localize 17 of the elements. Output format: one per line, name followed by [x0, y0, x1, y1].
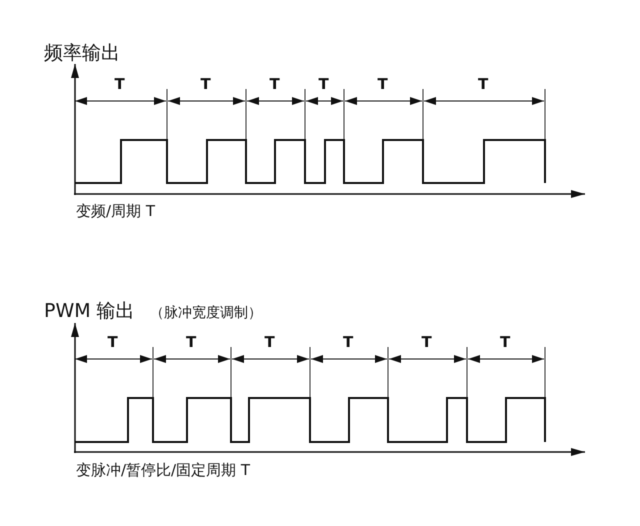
period-label: T: [500, 335, 510, 350]
chart-subtitle: （脉冲宽度调制）: [150, 306, 262, 320]
period-label: T: [318, 77, 329, 92]
axis-caption: 变频/周期 T: [76, 204, 155, 219]
chart-title: PWM 输出: [44, 302, 135, 321]
period-label: T: [378, 77, 388, 92]
axis-caption: 变脉冲/暂停比/固定周期 T: [76, 463, 250, 478]
period-label: T: [108, 335, 118, 350]
period-label: T: [422, 335, 432, 350]
chart-title: 频率输出: [44, 44, 120, 63]
period-label: T: [478, 77, 488, 92]
period-label: T: [343, 335, 354, 350]
period-label: T: [114, 77, 125, 92]
period-label: T: [200, 77, 211, 92]
period-label: T: [186, 335, 196, 350]
period-label: T: [264, 335, 275, 350]
period-label: T: [270, 77, 280, 92]
